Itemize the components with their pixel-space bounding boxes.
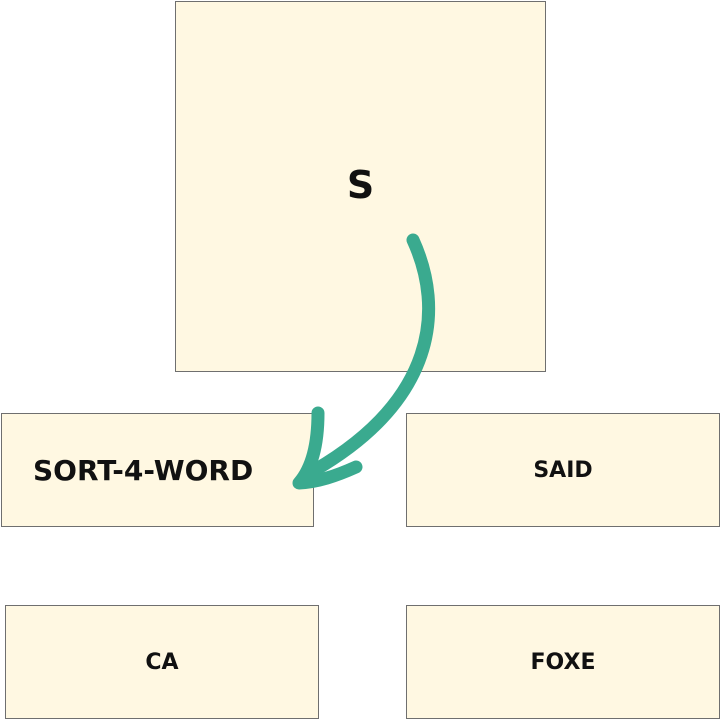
child-node-label-foxe: FOXE [530,649,596,675]
child-node-label-ca: CA [145,649,179,675]
child-node-card-said: SAID [406,413,720,527]
child-node-label-sort-4-word: SORT-4-WORD [33,453,254,487]
child-node-card-foxe: FOXE [406,605,720,719]
child-node-label-said: SAID [533,457,593,483]
child-node-card-sort-4-word: SORT-4-WORD [1,413,314,527]
root-node-label: S [346,162,375,207]
child-node-card-ca: CA [5,605,319,719]
root-node-card: S [175,1,546,372]
